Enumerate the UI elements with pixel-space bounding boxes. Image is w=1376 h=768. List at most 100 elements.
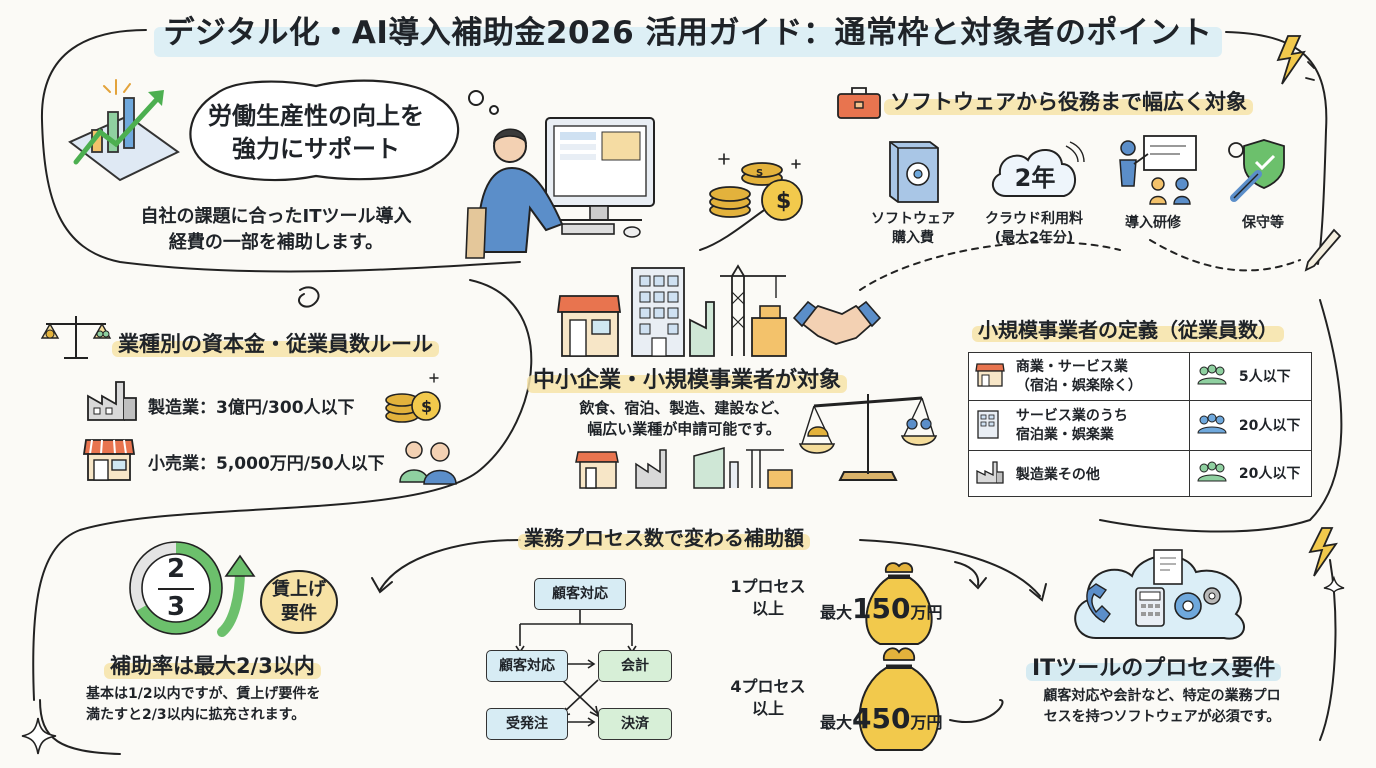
two-thirds-ring-icon [129, 541, 223, 635]
table-row: 製造業その他 20人以下 [968, 450, 1312, 497]
store-icon [975, 362, 1011, 392]
tier-1-amount: 最大150万円 [820, 592, 942, 625]
table-cell-count: 5人以下 [1189, 352, 1312, 401]
process-heading: 業務プロセス数で変わる補助額 [518, 522, 810, 551]
it-tool-desc-line-1: 顧客対応や会計など、特定の業務プロ [1043, 688, 1281, 704]
subsidy-rate-heading: 補助率は最大2/3以内 [104, 650, 321, 680]
wrench-shield-icon [1228, 139, 1285, 202]
table-row: サービス業のうち 宿泊業・娯楽業 20人以下 [968, 400, 1312, 451]
growth-chart-icon [68, 79, 180, 182]
costs-heading: ソフトウェアから役務まで幅広く対象 [884, 86, 1253, 116]
business-buildings-illustration [556, 264, 882, 357]
wage-line-2: 要件 [281, 603, 317, 624]
money-bag-icon [858, 647, 940, 751]
tier-1-line2: 以上 [751, 599, 784, 618]
software-package-icon [889, 141, 939, 203]
fraction-denominator: 3 [166, 592, 186, 622]
people-group-icon [1196, 364, 1234, 390]
flow-box-customer-top: 顧客対応 [534, 578, 626, 610]
cost-item-training: 導入研修 [1108, 214, 1198, 233]
target-desc-line-2: 幅広い業種が申請可能です。 [587, 420, 781, 438]
capital-heading-area: 業種別の資本金・従業員数ルール [112, 328, 439, 358]
industry-icons-row [575, 447, 793, 489]
subsidy-desc-line-2: 満たすと2/3以内に拡充されます。 [86, 707, 306, 723]
intro-bubble-text: 労働生産性の向上を 強力にサポート [196, 100, 436, 166]
row-2-count: 20人以下 [1238, 417, 1301, 434]
capital-row-retail: 小売業：5,000万円/50人以下 [148, 454, 385, 474]
title-area: デジタル化・AI導入補助金2026 活用ガイド：通常枠と対象者のポイント [150, 8, 1226, 60]
intro-desc-line-1: 自社の課題に合ったITツール導入 [140, 206, 412, 227]
small-business-heading-area: 小規模事業者の定義（従業員数） [972, 314, 1284, 343]
tier-1-line1: 1プロセス [730, 577, 806, 596]
tier-1-unit: 万円 [910, 603, 943, 622]
bubble-line-2: 強力にサポート [232, 135, 400, 163]
table-cell-count: 20人以下 [1189, 400, 1312, 451]
cost-item-cloud-line2: (最大2年分) [994, 230, 1074, 246]
svg-text:$: $ [776, 189, 791, 214]
balance-scale-icon [798, 394, 938, 481]
money-bag-icon [865, 562, 933, 645]
target-desc-line-1: 飲食、宿泊、製造、建設など、 [579, 399, 789, 417]
costs-heading-area: ソフトウェアから役務まで幅広く対象 [884, 86, 1253, 116]
subsidy-rate-heading-area: 補助率は最大2/3以内 [104, 650, 321, 680]
pen-icon [1304, 228, 1342, 272]
building-icon [975, 409, 1011, 443]
page-title: デジタル化・AI導入補助金2026 活用ガイド：通常枠と対象者のポイント [153, 8, 1223, 58]
it-tool-heading-area: ITツールのプロセス要件 [1025, 650, 1282, 682]
tier-2-line1: 4プロセス [730, 677, 806, 696]
flow-box-payment: 決済 [598, 708, 672, 740]
table-cell-category: 製造業その他 [968, 450, 1190, 497]
cost-item-cloud-line1: クラウド利用料 [985, 211, 1083, 227]
tier-2-amount: 最大450万円 [820, 702, 942, 735]
row-3-line1: 製造業その他 [1015, 466, 1100, 483]
intro-desc-line-2: 経費の一部を補助します。 [168, 232, 384, 253]
people-icon [399, 441, 457, 485]
capital-heading: 業種別の資本金・従業員数ルール [112, 328, 439, 358]
coin-stack-icon: $ S [709, 153, 803, 221]
lightning-icon [1308, 527, 1345, 593]
cloud-icon [991, 141, 1085, 197]
small-business-heading: 小規模事業者の定義（従業員数） [972, 314, 1284, 343]
row-3-count: 20人以下 [1238, 465, 1301, 482]
cost-item-software-line2: 購入費 [892, 230, 934, 246]
lightning-icon [1276, 35, 1315, 85]
svg-text:S: S [756, 168, 763, 179]
cost-item-cloud: クラウド利用料 (最大2年分) [972, 210, 1096, 248]
cost-item-software: ソフトウェア 購入費 [858, 210, 968, 248]
tier-1-prefix: 最大 [820, 603, 853, 622]
speech-bubble [189, 79, 499, 182]
target-description: 飲食、宿泊、製造、建設など、 幅広い業種が申請可能です。 [540, 398, 828, 440]
row-2-line2: 宿泊業・娯楽業 [1015, 426, 1114, 443]
process-heading-area: 業務プロセス数で変わる補助額 [518, 522, 810, 551]
row-2-line1: サービス業のうち [1015, 407, 1128, 424]
coin-stack-icon: $ [385, 373, 441, 423]
tier-2-prefix: 最大 [820, 713, 853, 732]
flow-box-ordering: 受発注 [486, 708, 568, 740]
svg-text:$: $ [421, 397, 432, 416]
tier-2-number: 450 [852, 702, 911, 735]
flow-box-customer: 顧客対応 [486, 650, 568, 682]
factory-icon [975, 459, 1011, 489]
table-cell-category: サービス業のうち 宿泊業・娯楽業 [968, 400, 1190, 451]
small-business-table: 商業・サービス業 （宿泊・娯楽除く） 5人以下 サービス業のうち 宿泊業・娯楽業 [968, 352, 1312, 497]
training-icon [1119, 135, 1197, 205]
it-tool-heading: ITツールのプロセス要件 [1025, 650, 1282, 682]
wage-badge-text: 賃上げ 要件 [262, 578, 336, 626]
person-computer-illustration [465, 117, 655, 259]
cloud-tools-icon [1074, 549, 1245, 640]
cloud-years-badge: 2年 [1014, 164, 1056, 192]
capital-row-manufacturing: 製造業：3億円/300人以下 [148, 398, 355, 418]
wage-badge [260, 570, 338, 634]
bubble-line-1: 労働生産性の向上を [208, 102, 424, 130]
flow-box-accounting: 会計 [598, 650, 672, 682]
cost-item-maintenance: 保守等 [1228, 214, 1298, 233]
row-1-line2: （宿泊・娯楽除く） [1015, 377, 1142, 394]
subsidy-rate-description: 基本は1/2以内ですが、賃上げ要件を 満たすと2/3以内に拡充されます。 [86, 684, 386, 726]
toolbox-icon [837, 87, 881, 119]
cost-item-maintenance-line1: 保守等 [1242, 215, 1284, 231]
fraction-numerator: 2 [166, 554, 186, 584]
table-cell-count: 20人以下 [1189, 450, 1312, 497]
target-heading-area: 中小企業・小規模事業者が対象 [518, 362, 856, 394]
it-tool-desc-line-2: セスを持つソフトウェアが必須です。 [1043, 709, 1281, 725]
